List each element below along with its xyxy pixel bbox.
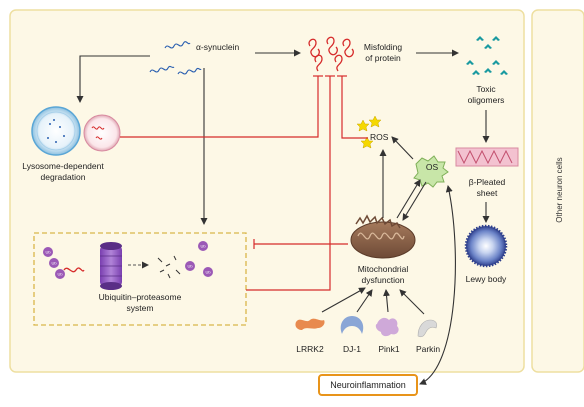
beta-sheet-label-line2: sheet	[477, 188, 498, 198]
misfolded-protein-icon	[308, 36, 354, 72]
ub-text-3: Ub	[58, 272, 64, 277]
toxic-oligomers-label-line2: oligomers	[468, 95, 505, 105]
proteasome-icon	[100, 242, 122, 290]
ub-chain-icon	[43, 247, 85, 279]
arrow-os-to-ros	[391, 136, 414, 160]
arrow-dj1-to-mito	[356, 289, 373, 313]
free-ub-icon	[185, 241, 213, 277]
ub-text-2: Ub	[52, 261, 58, 266]
arrow-pink1-to-mito	[383, 289, 391, 313]
mito-label-line1: Mitochondrial	[358, 264, 409, 274]
beta-sheet-label-line1: β-Pleated	[469, 177, 506, 187]
ups-box	[33, 232, 247, 326]
gene-label-pink1: Pink1	[378, 344, 400, 354]
toxic-oligomers-icon	[466, 36, 508, 75]
peptide-fragments-icon	[157, 255, 181, 279]
os-label: OS	[426, 162, 439, 172]
misfolding-label-line2: of protein	[365, 53, 401, 63]
ub-text-6: Ub	[206, 270, 212, 275]
arrow-os-neuroinflammation	[419, 185, 456, 385]
arrow-synuclein-to-lysosome	[76, 55, 150, 103]
inhibit-ros-misfolding	[341, 76, 368, 139]
pink1-protein-icon	[375, 317, 399, 337]
ub-text-4: Ub	[201, 244, 207, 249]
misfolding-label-line1: Misfolding	[364, 42, 403, 52]
ub-text-5: Ub	[188, 264, 194, 269]
ups-label-line1: Ubiquitin–proteasome	[99, 292, 182, 302]
toxic-oligomers-label-line1: Toxic	[476, 84, 496, 94]
ups-label-line2: system	[127, 303, 154, 313]
other-neuron-cells-label: Other neuron cells	[555, 157, 564, 222]
lewy-body-label: Lewy body	[466, 274, 507, 284]
activation-arrows	[76, 49, 490, 385]
main-neuron-panel	[9, 9, 525, 373]
lewy-body-icon	[464, 224, 508, 268]
ub-text-1: Ub	[46, 250, 52, 255]
arrow-lrrk2-to-mito	[321, 287, 366, 313]
ros-stars-icon	[356, 115, 382, 149]
lysosome-label-line2: degradation	[41, 172, 86, 182]
arrow-mito-to-os	[396, 179, 421, 219]
gene-label-dj1: DJ-1	[343, 344, 361, 354]
lrrk2-protein-icon	[295, 318, 325, 330]
other-neuron-panel	[531, 9, 584, 373]
neuroinflammation-box: Neuroinflammation	[318, 374, 418, 396]
inhibition-lines	[120, 75, 368, 291]
mitochondrion-icon	[350, 214, 416, 259]
inhibit-lysosome-misfolding	[120, 76, 319, 138]
gene-label-lrrk2: LRRK2	[296, 344, 324, 354]
mito-label-line2: dysfunction	[362, 275, 405, 285]
beta-pleated-sheet-icon	[455, 147, 519, 167]
gene-label-parkin: Parkin	[416, 344, 440, 354]
lysosome-label-line1: Lysosome-dependent	[22, 161, 104, 171]
lysosome-icon	[31, 106, 121, 156]
alpha-synuclein-label: α-synuclein	[196, 42, 239, 52]
alpha-synuclein-monomers-icon	[149, 41, 202, 75]
inhibit-ups-misfolding	[246, 76, 331, 291]
dj1-protein-icon	[340, 316, 364, 334]
ros-label: ROS	[370, 132, 389, 142]
